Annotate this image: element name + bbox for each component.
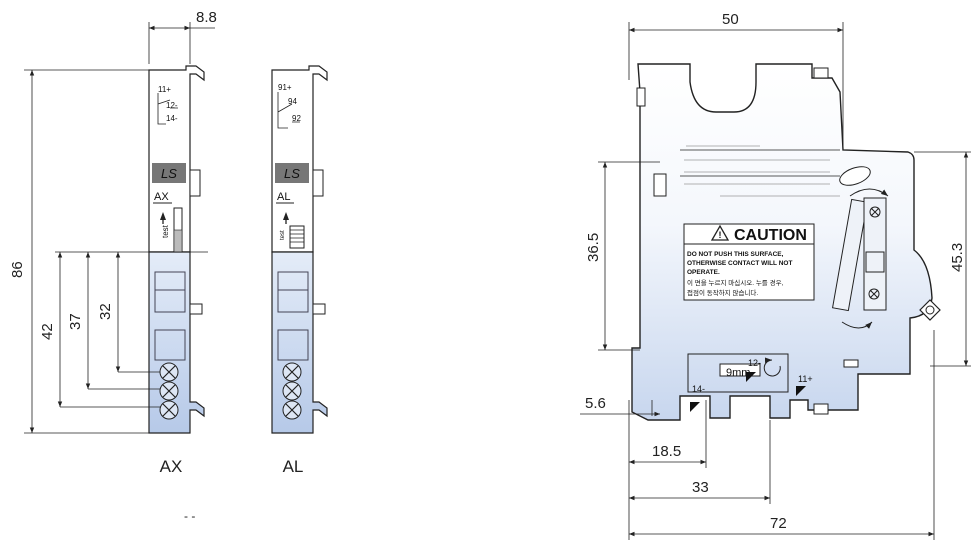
main-terminal-14: 14- — [692, 384, 705, 394]
dim-h37: 37 — [67, 313, 84, 330]
ax-screws — [159, 362, 179, 420]
caution-title: CAUTION — [734, 227, 807, 244]
right-dimensions — [580, 22, 971, 540]
al-test-slider[interactable] — [289, 225, 305, 249]
dim-width-top: 8.8 — [196, 9, 217, 26]
main-relay: ! CAUTION DO NOT PUSH THIS SURFACE, OTHE… — [631, 63, 941, 421]
al-label: AL — [277, 191, 290, 203]
main-terminal-12: 12- — [748, 358, 761, 368]
ax-logo: LS — [161, 166, 177, 181]
caution-line-3: OPERATE. — [687, 269, 720, 276]
al-terminal-94: 94 — [288, 97, 297, 106]
ax-test-label: test — [161, 224, 170, 238]
ax-label: AX — [154, 191, 169, 203]
ax-terminal-14: 14- — [166, 114, 178, 123]
dim-main-h365: 36.5 — [585, 233, 602, 262]
ax-terminal-12: 12- — [166, 101, 178, 110]
mount-screw — [919, 299, 941, 321]
ax-name: AX — [160, 457, 183, 476]
al-module: LS AL test 91+ 94 92 AL — [271, 65, 328, 476]
al-logo: LS — [284, 166, 300, 181]
dim-main-width: 50 — [722, 11, 739, 28]
caution-line-2: OTHERWISE CONTACT WILL NOT — [687, 260, 792, 267]
test-mechanism — [831, 188, 889, 329]
caution-line-4: 이 면을 누르지 마십시오. 누를 경우, — [687, 278, 784, 287]
left-dimensions — [24, 22, 215, 434]
caution-line-1: DO NOT PUSH THIS SURFACE, — [687, 251, 784, 258]
ax-terminal-11: 11+ — [158, 85, 171, 94]
al-terminal-91: 91+ — [278, 83, 292, 92]
dim-h42: 42 — [39, 323, 56, 340]
strip-length: 9mm — [726, 367, 750, 379]
ax-logo-bg — [152, 163, 186, 183]
caution-line-5: 접점이 동작하지 않습니다. — [687, 288, 758, 297]
main-terminal-11: 11+ — [798, 374, 813, 384]
svg-text:!: ! — [719, 230, 722, 240]
al-test-label: test — [280, 230, 286, 240]
dim-main-56: 5.6 — [585, 395, 606, 412]
al-name: AL — [283, 457, 304, 476]
dim-main-185: 18.5 — [652, 443, 681, 460]
dim-height-total: 86 — [9, 261, 26, 278]
dim-main-33: 33 — [692, 479, 709, 496]
al-screws — [282, 362, 302, 420]
ax-module: LS AX test 11+ 12- 14- AX — [148, 65, 205, 476]
dim-main-h453: 45.3 — [949, 243, 966, 272]
dim-main-72: 72 — [770, 515, 787, 532]
al-terminal-92: 92 — [292, 114, 301, 123]
footer-mark: - - — [184, 509, 195, 523]
dim-h32: 32 — [97, 303, 114, 320]
caution-box — [683, 223, 815, 301]
